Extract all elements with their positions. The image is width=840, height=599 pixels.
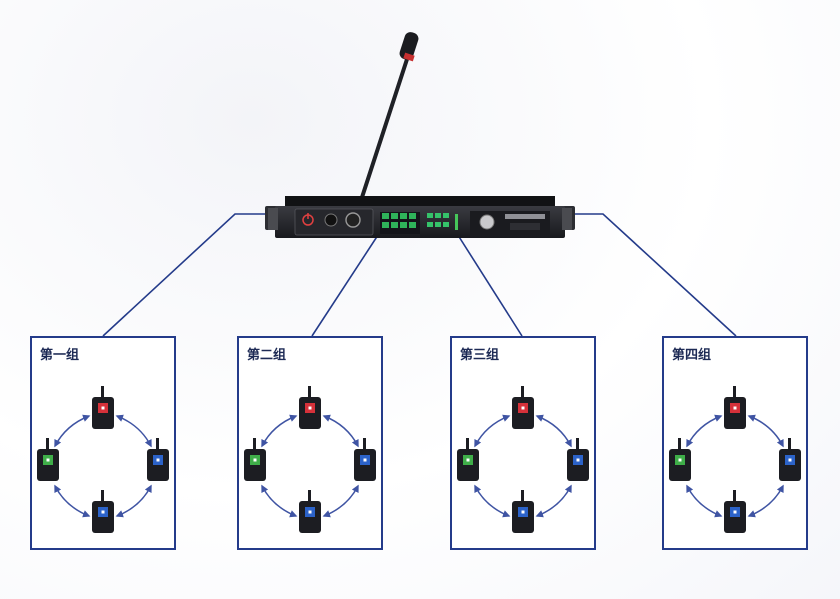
rack-controller xyxy=(265,196,575,238)
group-box-2: 第二组 xyxy=(237,336,383,550)
group-title: 第四组 xyxy=(672,348,712,363)
group-title: 第二组 xyxy=(247,348,287,363)
connection-line-4 xyxy=(575,213,737,337)
connection-lines xyxy=(102,213,737,337)
group-box-4: 第四组 xyxy=(662,336,808,550)
group-title: 第三组 xyxy=(460,348,500,363)
connection-line-1 xyxy=(102,213,265,337)
connection-line-3 xyxy=(455,231,523,337)
group-box-1: 第一组 xyxy=(30,336,176,550)
group-title: 第一组 xyxy=(40,348,80,363)
power-icon xyxy=(302,213,314,226)
group-box-3: 第三组 xyxy=(450,336,596,550)
connection-line-2 xyxy=(311,231,381,337)
